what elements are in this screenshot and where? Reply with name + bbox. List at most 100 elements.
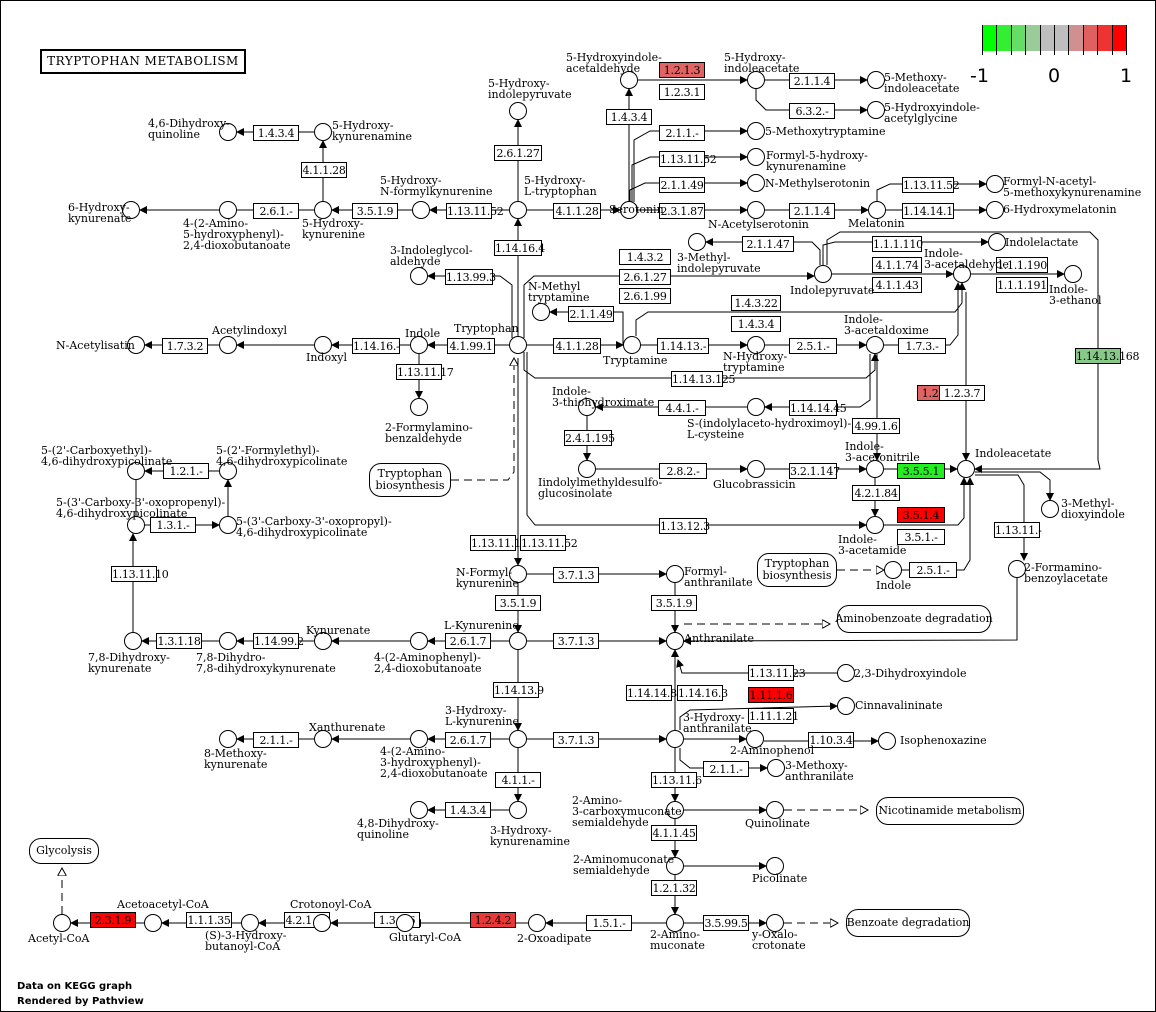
enzyme-box[interactable]: 3.5.1.9 — [352, 203, 398, 219]
compound-node[interactable] — [53, 914, 71, 932]
enzyme-box[interactable]: 2.1.1.49 — [568, 306, 614, 322]
enzyme-box[interactable]: 1.13.11.10 — [111, 566, 169, 582]
compound-node[interactable] — [412, 201, 430, 219]
compound-node[interactable] — [509, 801, 527, 819]
enzyme-box[interactable]: 2.4.1.195 — [564, 430, 615, 446]
enzyme-box[interactable]: 4.1.1.45 — [651, 825, 697, 841]
compound-node[interactable] — [410, 267, 428, 285]
enzyme-box[interactable]: 1.10.3.4 — [808, 732, 854, 748]
enzyme-box[interactable]: 1.1.1.190 — [996, 257, 1048, 273]
enzyme-box[interactable]: 4.1.1.28 — [553, 338, 601, 354]
enzyme-box[interactable]: 1.7.3.2 — [162, 338, 208, 354]
enzyme-box[interactable]: 3.2.1.147 — [789, 463, 840, 479]
enzyme-box[interactable]: 3.5.99.5 — [703, 915, 749, 931]
enzyme-box[interactable]: 2.1.1.47 — [742, 236, 794, 252]
compound-node[interactable] — [314, 730, 332, 748]
pathway-map-link[interactable]: Glycolysis — [29, 838, 99, 864]
compound-node[interactable] — [746, 730, 764, 748]
compound-node[interactable] — [766, 801, 784, 819]
enzyme-box[interactable]: 1.13.11.52 — [659, 151, 717, 167]
enzyme-box[interactable]: 1.14.14.8 — [626, 685, 677, 701]
enzyme-box[interactable]: 4.1.1.74 — [872, 257, 922, 273]
compound-node[interactable] — [747, 174, 765, 192]
compound-node[interactable] — [988, 233, 1006, 251]
compound-node[interactable] — [219, 336, 237, 354]
compound-node[interactable] — [509, 102, 527, 120]
pathway-map-link[interactable]: Benzoate degradation — [846, 909, 970, 937]
compound-node[interactable] — [747, 201, 765, 219]
compound-node[interactable] — [666, 857, 684, 875]
pathway-map-link[interactable]: Nicotinamide metabolism — [876, 797, 1024, 825]
compound-node[interactable] — [1008, 560, 1026, 578]
enzyme-box[interactable]: 1.2.1.3 — [659, 62, 705, 78]
compound-node[interactable] — [396, 914, 414, 932]
compound-node[interactable] — [957, 460, 975, 478]
compound-node[interactable] — [219, 632, 237, 650]
enzyme-box[interactable]: 4.4.1.- — [658, 400, 706, 416]
enzyme-box[interactable]: 1.4.3.22 — [731, 295, 781, 311]
compound-node[interactable] — [866, 516, 884, 534]
enzyme-box[interactable]: 3.5.1.9 — [495, 595, 541, 611]
enzyme-box[interactable]: 2.6.1.99 — [619, 288, 671, 304]
compound-node[interactable] — [953, 265, 971, 283]
compound-node[interactable] — [127, 516, 145, 534]
compound-node[interactable] — [666, 632, 684, 650]
enzyme-box[interactable]: 2.6.1.27 — [619, 269, 671, 285]
compound-node[interactable] — [219, 123, 237, 141]
compound-node[interactable] — [410, 801, 428, 819]
compound-node[interactable] — [868, 201, 886, 219]
enzyme-box[interactable]: 1.13.99.3 — [445, 269, 496, 285]
compound-node[interactable] — [219, 201, 237, 219]
enzyme-box[interactable]: 1.14.14.1 — [902, 203, 954, 219]
enzyme-box[interactable]: 4.1.1.28 — [553, 203, 601, 219]
pathway-map-link[interactable]: Tryptophan biosynthesis — [757, 553, 837, 587]
compound-node[interactable] — [219, 462, 237, 480]
compound-node[interactable] — [219, 516, 237, 534]
enzyme-box[interactable]: 1.2.1.32 — [651, 880, 697, 896]
pathway-map-link[interactable]: Tryptophan biosynthesis — [369, 463, 451, 497]
enzyme-box[interactable]: 2.8.2.- — [659, 463, 707, 479]
enzyme-box[interactable]: 1.13.11.52 — [520, 535, 578, 551]
compound-node[interactable] — [528, 914, 546, 932]
compound-node[interactable] — [986, 201, 1004, 219]
compound-node[interactable] — [766, 857, 784, 875]
compound-node[interactable] — [866, 460, 884, 478]
compound-node[interactable] — [314, 123, 332, 141]
enzyme-box[interactable]: 1.2.4.2 — [470, 912, 516, 928]
enzyme-box[interactable]: 4.1.1.- — [495, 772, 541, 788]
compound-node[interactable] — [747, 398, 765, 416]
enzyme-box[interactable]: 1.11.1.6 — [748, 687, 794, 703]
enzyme-box[interactable]: 2.3.1.9 — [90, 912, 136, 928]
enzyme-box[interactable]: 1.13.11.- — [994, 522, 1042, 538]
compound-node[interactable] — [509, 730, 527, 748]
compound-node[interactable] — [884, 561, 902, 579]
compound-node[interactable] — [313, 914, 331, 932]
compound-node[interactable] — [410, 632, 428, 650]
compound-node[interactable] — [509, 336, 527, 354]
compound-node[interactable] — [867, 71, 885, 89]
enzyme-box[interactable]: 2.6.1.- — [253, 203, 299, 219]
compound-node[interactable] — [122, 201, 140, 219]
compound-node[interactable] — [410, 398, 428, 416]
enzyme-box[interactable]: 2.1.1.- — [703, 761, 749, 777]
compound-node[interactable] — [666, 565, 684, 583]
enzyme-box[interactable]: 3.5.1.4 — [897, 507, 945, 523]
enzyme-box[interactable]: 2.5.1.- — [909, 562, 957, 578]
compound-node[interactable] — [747, 71, 765, 89]
compound-node[interactable] — [127, 462, 145, 480]
compound-node[interactable] — [688, 233, 706, 251]
compound-node[interactable] — [814, 265, 832, 283]
enzyme-box[interactable]: 1.3.1.- — [150, 517, 196, 533]
enzyme-box[interactable]: 1.1.1.110 — [872, 236, 923, 252]
enzyme-box[interactable]: 4.99.1.6 — [852, 418, 900, 434]
enzyme-box[interactable]: 2.1.1.49 — [659, 177, 705, 193]
enzyme-box[interactable]: 1.5.1.- — [586, 915, 632, 931]
compound-node[interactable] — [1041, 500, 1059, 518]
enzyme-box[interactable]: 2.3.1.87 — [659, 203, 705, 219]
enzyme-box[interactable]: 1.14.99.2 — [253, 633, 304, 649]
enzyme-box[interactable]: 1.13.12.3 — [659, 518, 710, 534]
enzyme-box[interactable]: 1.4.3.4 — [606, 109, 652, 125]
compound-node[interactable] — [747, 148, 765, 166]
compound-node[interactable] — [241, 914, 259, 932]
enzyme-box[interactable]: 2.1.1.4 — [789, 73, 835, 89]
